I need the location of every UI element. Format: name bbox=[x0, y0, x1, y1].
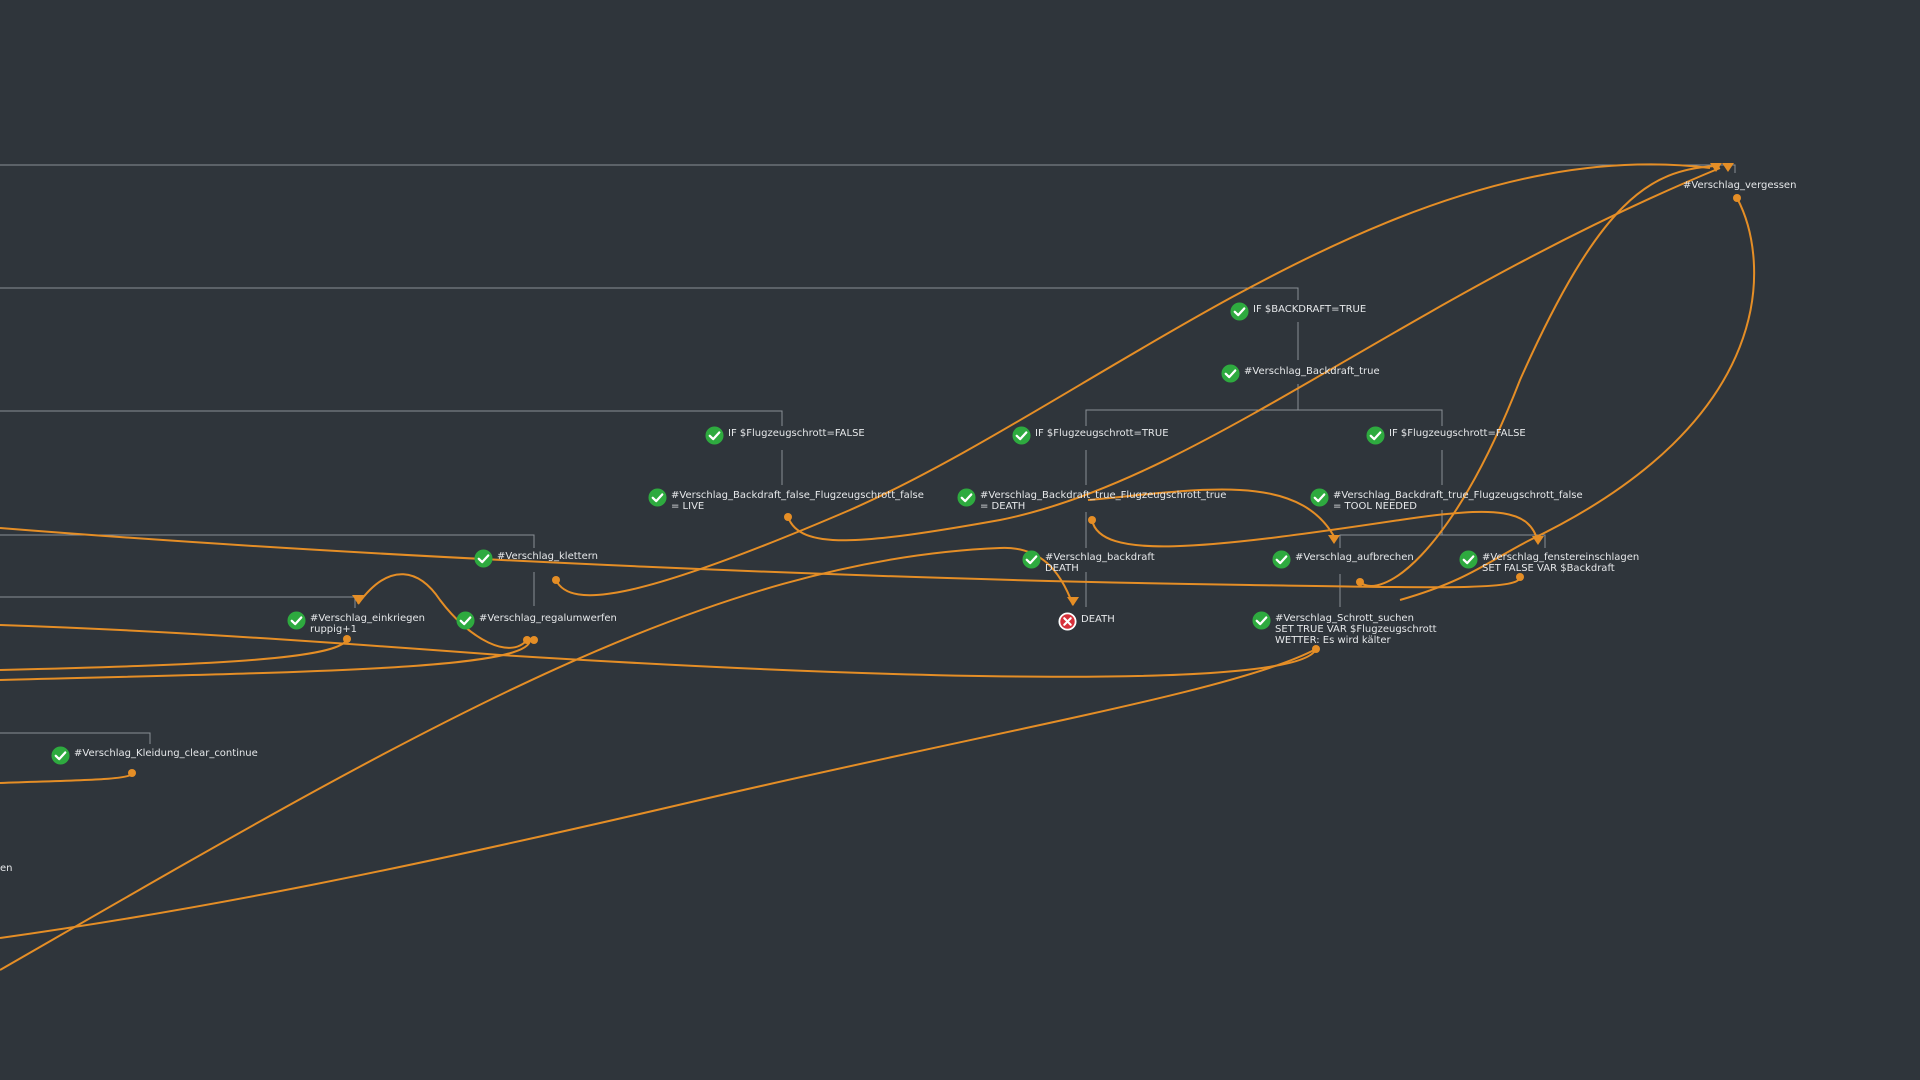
link-source-dot bbox=[552, 576, 560, 584]
node-verschlag-backdraft[interactable]: #Verschlag_backdraft DEATH bbox=[1022, 550, 1155, 574]
link-source-dot bbox=[1312, 645, 1320, 653]
flow-link bbox=[0, 624, 1317, 678]
node-if-flugzeugschrott-false[interactable]: IF $Flugzeugschrott=FALSE bbox=[705, 426, 865, 448]
node-label: DEATH bbox=[1081, 614, 1115, 625]
flow-link bbox=[1359, 165, 1716, 587]
node-label: #Verschlag_regalumwerfen bbox=[479, 613, 617, 624]
node-backdraft-true-flugzeugschrott-false[interactable]: #Verschlag_Backdraft_true_Flugzeugschrot… bbox=[1310, 488, 1583, 512]
node-if-flugzeugschrott-false-2[interactable]: IF $Flugzeugschrott=FALSE bbox=[1366, 426, 1526, 448]
check-icon bbox=[474, 549, 493, 571]
link-source-dot bbox=[784, 513, 792, 521]
link-arrowhead bbox=[352, 595, 364, 604]
node-label: IF $BACKDRAFT=TRUE bbox=[1253, 304, 1367, 315]
node-if-flugzeugschrott-true[interactable]: IF $Flugzeugschrott=TRUE bbox=[1012, 426, 1169, 448]
node-label: #Verschlag_fenstereinschlagen SET FALSE … bbox=[1482, 552, 1640, 574]
link-arrowhead bbox=[1532, 536, 1544, 545]
link-source-dot bbox=[1516, 573, 1524, 581]
node-label: IF $Flugzeugschrott=TRUE bbox=[1035, 428, 1169, 439]
tree-connector bbox=[0, 410, 783, 426]
node-label: #Verschlag_vergessen bbox=[1683, 180, 1797, 191]
check-icon bbox=[51, 746, 70, 768]
node-label: #Verschlag_Kleidung_clear_continue bbox=[74, 748, 258, 759]
check-icon bbox=[705, 426, 724, 448]
check-icon bbox=[1230, 302, 1249, 324]
flow-link bbox=[1087, 488, 1337, 541]
node-if-backdraft-true[interactable]: IF $BACKDRAFT=TRUE bbox=[1230, 302, 1366, 324]
node-label: #Verschlag_Backdraft_false_Flugzeugschro… bbox=[671, 490, 924, 512]
flow-link bbox=[0, 638, 348, 671]
node-verschlag-vergessen[interactable]: #Verschlag_vergessen bbox=[1679, 178, 1796, 191]
node-label: #Verschlag_backdraft DEATH bbox=[1045, 552, 1155, 574]
check-icon bbox=[1366, 426, 1385, 448]
node-verschlag-schrott-suchen[interactable]: #Verschlag_Schrott_suchen SET TRUE VAR $… bbox=[1252, 611, 1437, 646]
link-arrowhead bbox=[1710, 163, 1722, 172]
link-arrowhead bbox=[1722, 163, 1734, 172]
check-icon bbox=[1012, 426, 1031, 448]
node-label: #Verschlag_klettern bbox=[497, 551, 598, 562]
flow-link bbox=[0, 639, 531, 681]
node-verschlag-backdraft-true[interactable]: #Verschlag_Backdraft_true bbox=[1221, 364, 1380, 386]
check-icon bbox=[1310, 488, 1329, 510]
link-source-dot bbox=[343, 635, 351, 643]
check-icon bbox=[1272, 550, 1291, 572]
check-icon bbox=[648, 488, 667, 510]
flow-link bbox=[0, 648, 1317, 939]
node-label: #Verschlag_einkriegen ruppig+1 bbox=[310, 613, 425, 635]
node-verschlag-kleidung-clear-continue[interactable]: #Verschlag_Kleidung_clear_continue bbox=[51, 746, 258, 768]
check-icon bbox=[1221, 364, 1240, 386]
node-label: #Verschlag_Backdraft_true bbox=[1244, 366, 1380, 377]
node-label: #Verschlag_Schrott_suchen SET TRUE VAR $… bbox=[1275, 613, 1437, 646]
tree-connector bbox=[0, 732, 151, 744]
node-label: IF $Flugzeugschrott=FALSE bbox=[1389, 428, 1526, 439]
node-label: #Verschlag_Backdraft_true_Flugzeugschrot… bbox=[980, 490, 1227, 512]
flow-link bbox=[787, 167, 1721, 542]
flow-link bbox=[555, 163, 1711, 597]
check-icon bbox=[957, 488, 976, 510]
link-source-dot bbox=[1088, 516, 1096, 524]
node-label: IF $Flugzeugschrott=FALSE bbox=[728, 428, 865, 439]
check-icon bbox=[1252, 611, 1271, 633]
link-arrowhead bbox=[1067, 597, 1079, 606]
link-source-dot bbox=[1733, 194, 1741, 202]
check-icon bbox=[1022, 550, 1041, 572]
flow-link bbox=[1399, 197, 1756, 601]
tree-connector bbox=[0, 287, 1299, 300]
node-backdraft-false-flugzeugschrott-false[interactable]: #Verschlag_Backdraft_false_Flugzeugschro… bbox=[648, 488, 924, 512]
node-label: #Verschlag_Backdraft_true_Flugzeugschrot… bbox=[1333, 490, 1583, 512]
tree-connector bbox=[1339, 510, 1546, 548]
x-circle-icon bbox=[1058, 612, 1077, 634]
check-icon bbox=[1459, 550, 1478, 572]
check-icon bbox=[456, 611, 475, 633]
tree-connector bbox=[0, 534, 535, 606]
flow-link bbox=[1091, 510, 1539, 548]
node-backdraft-true-flugzeugschrott-true[interactable]: #Verschlag_Backdraft_true_Flugzeugschrot… bbox=[957, 488, 1226, 512]
node-death[interactable]: DEATH bbox=[1058, 612, 1115, 634]
flow-link bbox=[357, 573, 528, 649]
flow-link bbox=[0, 527, 1521, 589]
node-verschlag-fenstereinschlagen[interactable]: #Verschlag_fenstereinschlagen SET FALSE … bbox=[1459, 550, 1639, 574]
link-arrowhead bbox=[1328, 535, 1340, 544]
node-label: #Verschlag_aufbrechen bbox=[1295, 552, 1414, 563]
node-verschlag-regalumwerfen[interactable]: #Verschlag_regalumwerfen bbox=[456, 611, 617, 633]
tree-connector bbox=[1085, 384, 1443, 426]
flow-link bbox=[0, 772, 133, 784]
link-source-dot bbox=[530, 636, 538, 644]
check-icon bbox=[287, 611, 306, 633]
tree-connector bbox=[0, 164, 1736, 173]
link-source-dot bbox=[523, 636, 531, 644]
node-verschlag-einkriegen[interactable]: #Verschlag_einkriegen ruppig+1 bbox=[287, 611, 425, 635]
node-verschlag-aufbrechen[interactable]: #Verschlag_aufbrechen bbox=[1272, 550, 1414, 572]
node-verschlag-klettern[interactable]: #Verschlag_klettern bbox=[474, 549, 598, 571]
link-source-dot bbox=[128, 769, 136, 777]
offscreen-node-label: en bbox=[0, 863, 13, 874]
link-source-dot bbox=[1356, 578, 1364, 586]
tree-connector bbox=[0, 596, 356, 608]
